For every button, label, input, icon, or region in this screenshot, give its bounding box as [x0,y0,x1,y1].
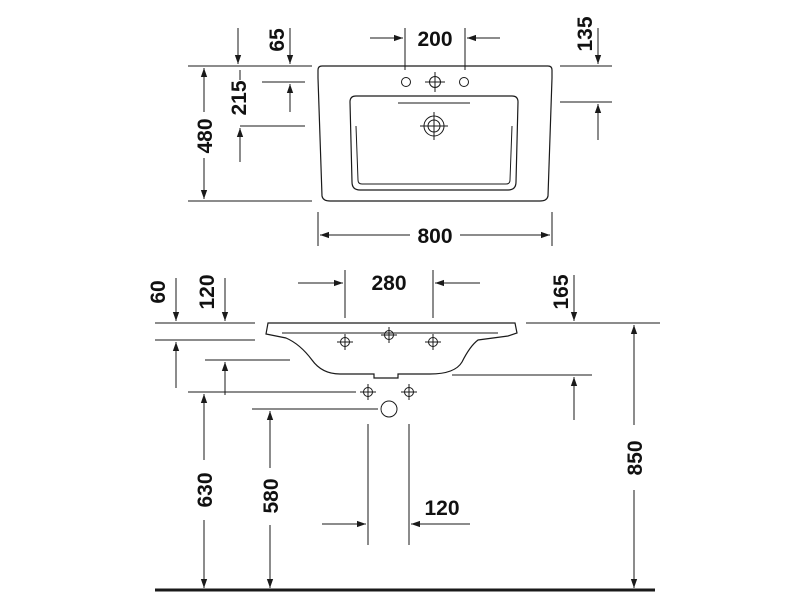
dim-tap-spacing-200: 200 [417,28,452,51]
drain-icon [420,112,448,140]
top-view: 800 200 480 65 215 135 [188,16,612,248]
dim-bowl-135: 135 [574,16,597,51]
dim-width-800: 800 [417,225,452,248]
dim-tap-offset-65: 65 [266,28,289,52]
bowl-inner-fold [355,125,513,185]
fixing-hole-right-icon [425,334,441,350]
fixing-hole-left-icon [337,334,353,350]
fixing-hole-center-icon [381,327,397,343]
tap-hole-left-icon [401,77,411,87]
dim-back-165: 165 [550,274,573,309]
dim-height-580: 580 [260,478,283,513]
basin-profile-side [265,322,518,379]
basin-outline-top [317,65,553,202]
dim-trap-spacing-120: 120 [424,497,459,520]
tap-hole-right-icon [459,77,469,87]
dim-height-850: 850 [624,440,647,475]
waste-trap-icon [360,384,417,418]
side-view: 280 165 60 120 630 580 850 [147,270,660,592]
dim-rim-outlet-120: 120 [196,274,219,309]
dim-rim-60: 60 [147,280,170,303]
tap-hole-center-icon [425,72,445,92]
dim-depth-480: 480 [194,118,217,153]
dim-height-630: 630 [194,472,217,507]
dim-overflow-215: 215 [228,80,251,115]
bowl-inner [349,95,519,191]
dim-spacing-280: 280 [371,272,406,295]
